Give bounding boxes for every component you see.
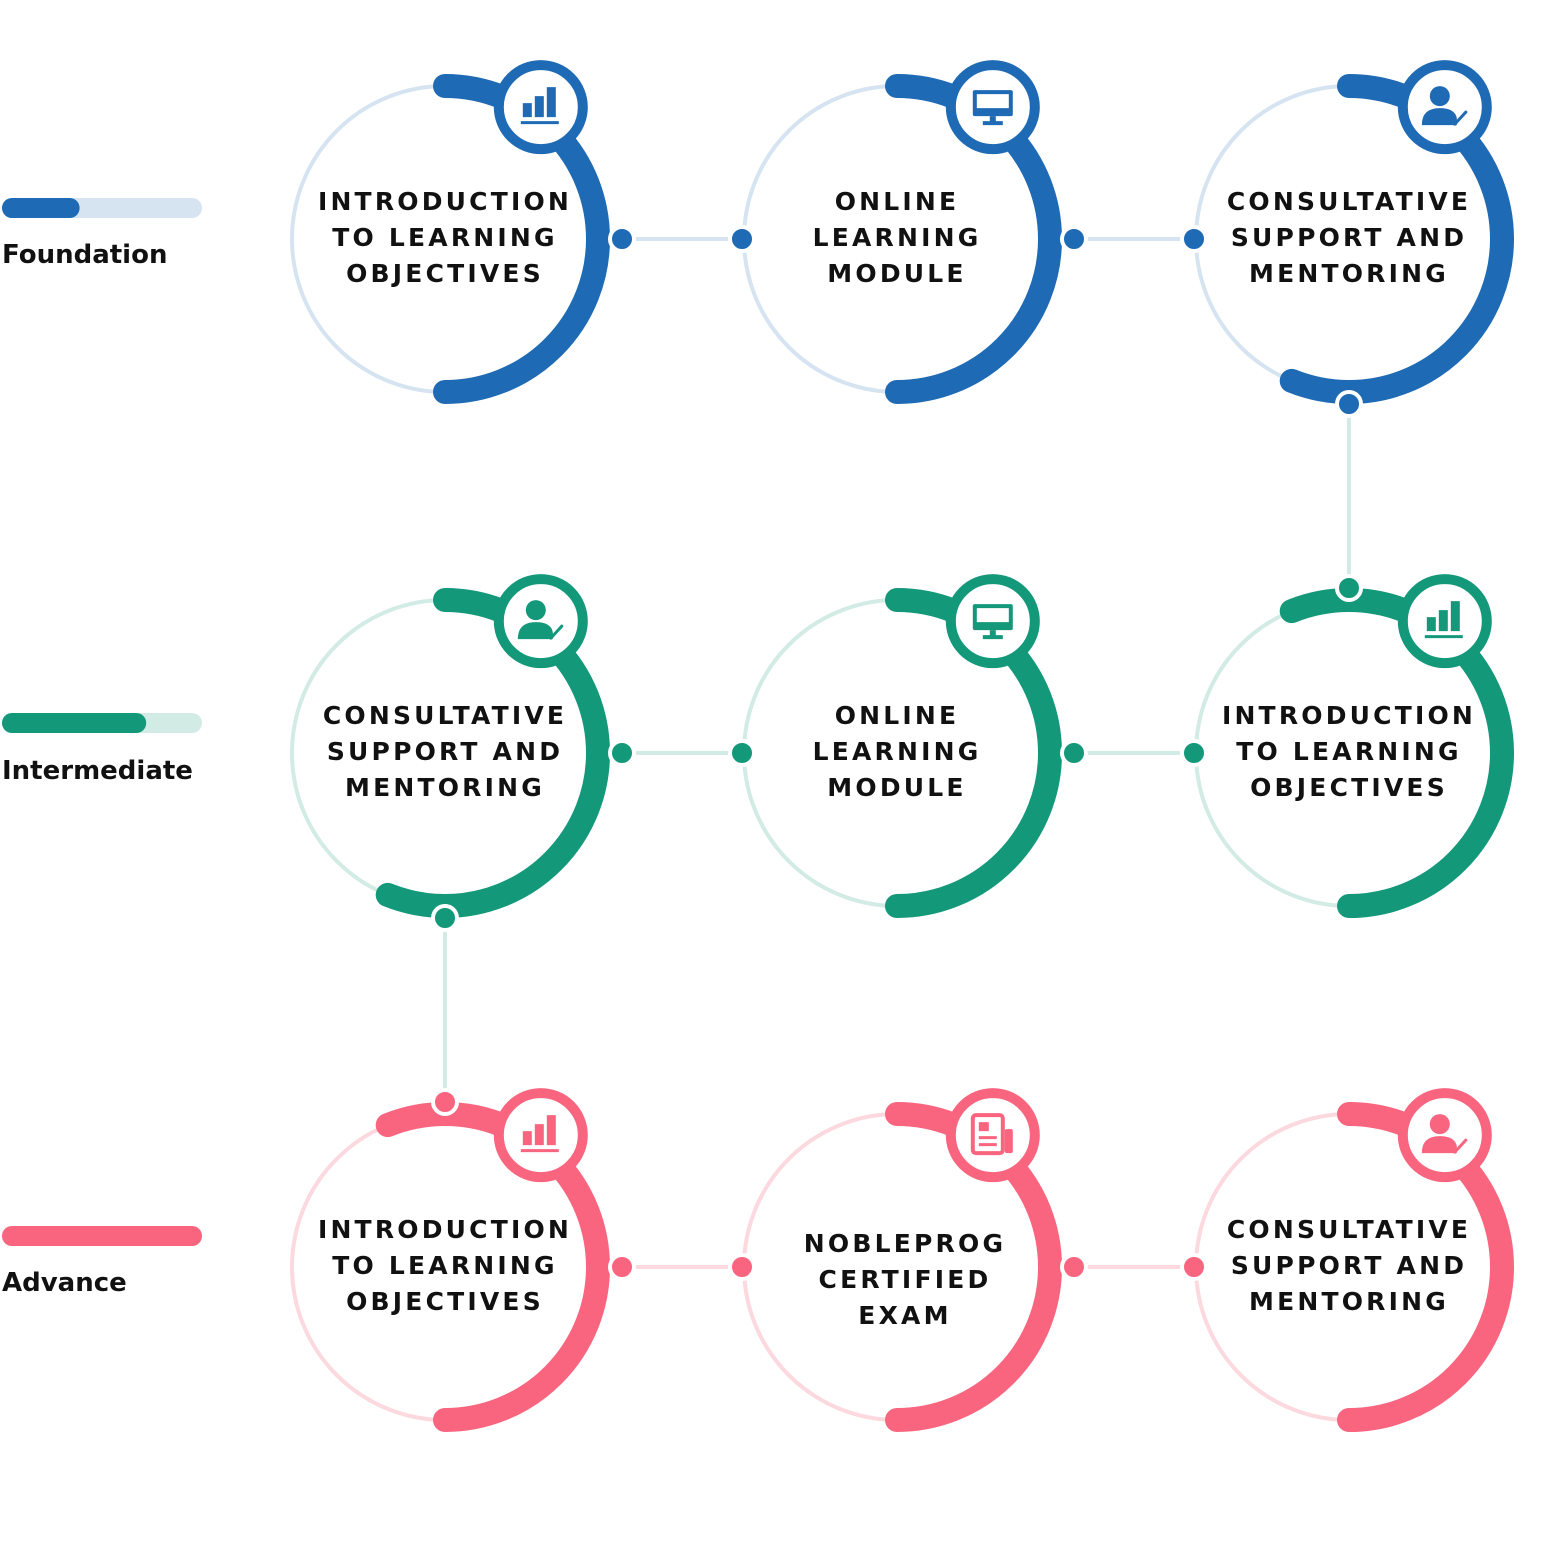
user-check-icon bbox=[1421, 86, 1468, 126]
bar-3 bbox=[1450, 601, 1460, 632]
connector-node bbox=[1060, 1253, 1088, 1281]
connector-node bbox=[1335, 390, 1363, 418]
level-label-advance: Advance bbox=[2, 1268, 127, 1298]
bar-chart-icon bbox=[520, 1115, 559, 1153]
connector-node bbox=[608, 225, 636, 253]
monitor-stand bbox=[982, 121, 1003, 126]
connector-node bbox=[1180, 1253, 1208, 1281]
user-body bbox=[517, 622, 553, 640]
connector-node bbox=[1180, 225, 1208, 253]
connector-node bbox=[728, 225, 756, 253]
check-mark bbox=[1447, 110, 1468, 126]
bar-chart-icon bbox=[1424, 601, 1463, 639]
level-label-intermediate: Intermediate bbox=[2, 756, 193, 786]
bar-1 bbox=[522, 103, 532, 118]
check-mark bbox=[1447, 1138, 1468, 1154]
certificate-line-2 bbox=[978, 1143, 997, 1147]
bar-baseline bbox=[520, 1149, 559, 1153]
step-ring-tail bbox=[375, 1101, 457, 1138]
user-head bbox=[1429, 86, 1450, 107]
bar-1 bbox=[522, 1131, 532, 1146]
check-mark bbox=[543, 624, 564, 640]
step-ring-tail bbox=[1279, 587, 1361, 624]
bar-2 bbox=[1438, 610, 1448, 632]
icon-badge bbox=[945, 1088, 1040, 1183]
icon-badge bbox=[1397, 60, 1492, 155]
bar-3 bbox=[546, 87, 556, 118]
certificate-icon bbox=[970, 1113, 1013, 1156]
bar-1 bbox=[1426, 617, 1436, 632]
monitor-icon bbox=[972, 604, 1013, 640]
connector-node bbox=[728, 1253, 756, 1281]
certificate-photo bbox=[978, 1122, 989, 1132]
monitor-glass bbox=[976, 94, 1009, 109]
bar-baseline bbox=[1424, 635, 1463, 639]
certificate-tab bbox=[1004, 1129, 1013, 1154]
bar-baseline bbox=[520, 121, 559, 125]
monitor-neck bbox=[989, 116, 996, 123]
monitor-glass bbox=[976, 608, 1009, 623]
bar-2 bbox=[534, 96, 544, 118]
step-ring-tail bbox=[375, 882, 457, 919]
user-check-icon bbox=[1421, 1114, 1468, 1154]
certificate-line-1 bbox=[978, 1136, 997, 1140]
icon-badge bbox=[493, 574, 588, 669]
connector-node bbox=[1060, 739, 1088, 767]
step-ring-tail bbox=[1279, 368, 1361, 405]
connector-node bbox=[608, 739, 636, 767]
connector-node bbox=[1180, 739, 1208, 767]
user-head bbox=[525, 600, 546, 621]
bar-3 bbox=[546, 1115, 556, 1146]
connector-node bbox=[431, 904, 459, 932]
monitor-neck bbox=[989, 630, 996, 637]
connector-node bbox=[608, 1253, 636, 1281]
bar-2 bbox=[534, 1124, 544, 1146]
connector-node bbox=[431, 1088, 459, 1116]
user-check-icon bbox=[517, 600, 564, 640]
icon-badge bbox=[1397, 1088, 1492, 1183]
connector-node bbox=[1335, 574, 1363, 602]
certificate-sheet bbox=[970, 1113, 1005, 1156]
connector-node bbox=[728, 739, 756, 767]
monitor-stand bbox=[982, 635, 1003, 640]
user-body bbox=[1421, 1136, 1457, 1154]
bar-chart-icon bbox=[520, 87, 559, 125]
monitor-icon bbox=[972, 90, 1013, 126]
level-label-foundation: Foundation bbox=[2, 240, 168, 270]
user-head bbox=[1429, 1114, 1450, 1135]
connector-node bbox=[1060, 225, 1088, 253]
user-body bbox=[1421, 108, 1457, 126]
